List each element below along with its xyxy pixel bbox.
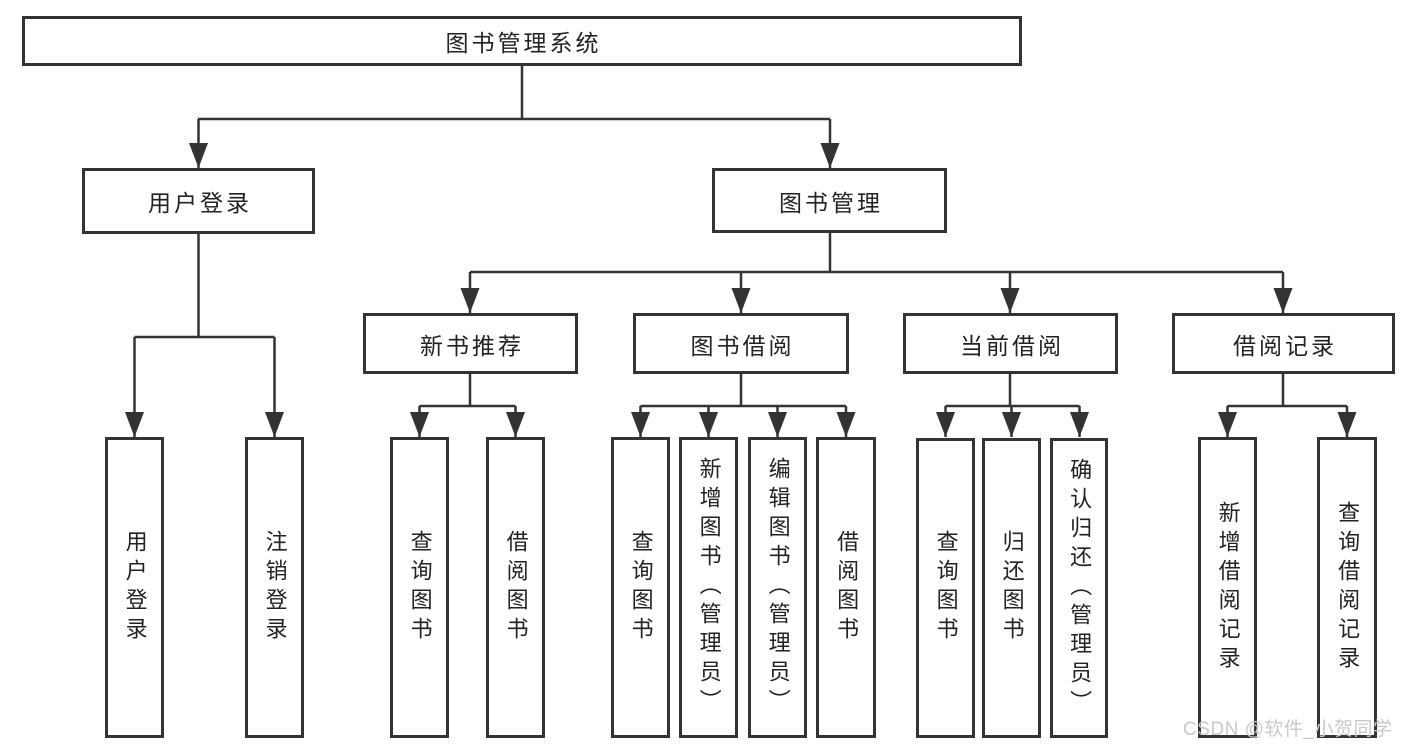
node-label: 编辑图书（管理员） — [765, 457, 791, 718]
leaf-add-borrow-record: 新增借阅记录 — [1198, 437, 1257, 738]
node-label: 新增图书（管理员） — [696, 457, 722, 718]
node-label: 查询图书 — [407, 529, 433, 646]
node-label: 借阅图书 — [834, 529, 860, 646]
node-label: 新增借阅记录 — [1215, 500, 1241, 675]
leaf-confirm-return-admin: 确认归还（管理员） — [1050, 438, 1108, 738]
node-label: 图书管理 — [779, 189, 883, 216]
node-label: 借阅图书 — [503, 529, 529, 646]
leaf-query-book-current: 查询图书 — [916, 438, 975, 738]
node-new-book-recommend: 新书推荐 — [363, 313, 578, 374]
leaf-add-book-admin: 新增图书（管理员） — [679, 437, 738, 738]
leaf-query-borrow-record: 查询借阅记录 — [1317, 437, 1377, 738]
node-label: 归还图书 — [999, 530, 1025, 646]
leaf-query-book-recommend: 查询图书 — [390, 437, 449, 738]
node-label: 查询图书 — [628, 529, 654, 646]
node-label: 图书借阅 — [690, 332, 795, 359]
node-label: 图书管理系统 — [445, 30, 602, 56]
leaf-query-book-borrow: 查询图书 — [611, 437, 670, 738]
leaf-borrow-book-recommend: 借阅图书 — [486, 437, 545, 738]
leaf-user-login: 用户登录 — [105, 437, 164, 738]
node-book-borrow: 图书借阅 — [633, 313, 849, 374]
node-label: 查询图书 — [933, 530, 959, 646]
node-label: 查询借阅记录 — [1335, 500, 1361, 675]
node-root-library-system: 图书管理系统 — [22, 16, 1022, 66]
csdn-watermark: CSDN @软件_小贺同学 — [1183, 719, 1393, 740]
leaf-logout: 注销登录 — [245, 437, 304, 738]
node-label: 注销登录 — [262, 529, 288, 646]
leaf-edit-book-admin: 编辑图书（管理员） — [748, 437, 807, 738]
node-label: 新书推荐 — [420, 332, 524, 359]
node-label: 用户登录 — [148, 190, 252, 216]
node-current-borrow: 当前借阅 — [903, 313, 1118, 374]
node-label: 借阅记录 — [1233, 332, 1337, 359]
leaf-borrow-book: 借阅图书 — [816, 437, 876, 738]
node-borrow-records: 借阅记录 — [1172, 313, 1395, 374]
leaf-return-book: 归还图书 — [982, 438, 1041, 738]
node-book-management: 图书管理 — [712, 168, 947, 233]
node-label: 确认归还（管理员） — [1067, 457, 1093, 719]
node-user-login: 用户登录 — [82, 168, 315, 234]
node-label: 用户登录 — [122, 529, 148, 646]
node-label: 当前借阅 — [960, 332, 1064, 359]
